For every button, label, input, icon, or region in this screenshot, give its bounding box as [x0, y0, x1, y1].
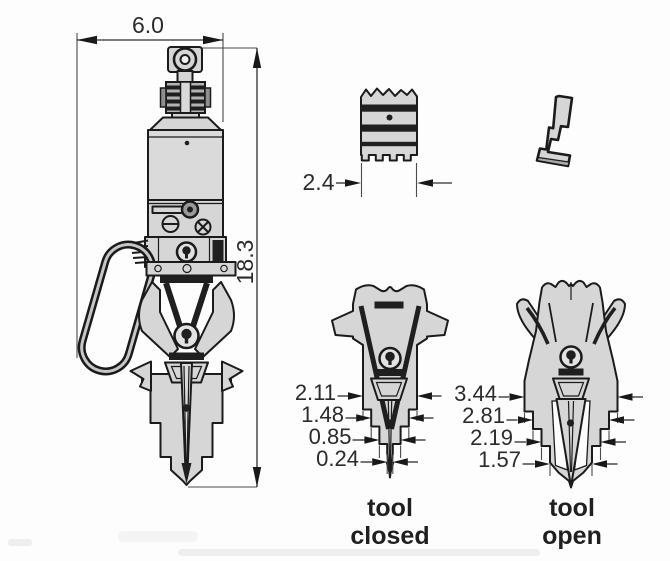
control-block: [147, 199, 224, 238]
closed-label-line2: closed: [350, 522, 429, 550]
arrow-right-icon: [345, 179, 361, 187]
arrow-left-icon: [77, 35, 97, 45]
coupling-block: [159, 81, 212, 122]
arrow-right-icon: [203, 35, 223, 45]
outer-arm-left: [138, 281, 179, 358]
closed-dim-1: 2.11: [295, 380, 336, 405]
open-label-line1: tool: [549, 494, 595, 522]
tip-step-profile: [535, 94, 574, 168]
open-dim-arrows: [498, 393, 643, 468]
closed-dim-2: 1.48: [301, 402, 344, 427]
closed-dim-3: 0.85: [309, 424, 352, 449]
open-dim-1: 3.44: [454, 381, 497, 406]
tool-open-figure: 3.44 2.81 2.19 1.57 tool open: [454, 279, 643, 550]
spreader-head: [129, 261, 244, 486]
arrow-down-icon: [252, 467, 262, 487]
lifting-eye: [167, 46, 203, 83]
tip-width-dim: 2.4: [303, 169, 335, 195]
motor-housing: [147, 116, 224, 201]
tip-cross-section: 2.4: [303, 87, 452, 197]
arrow-up-icon: [252, 48, 262, 68]
wing-left: [129, 360, 152, 392]
tool-closed-figure: 2.11 1.48 0.85 0.24 tool closed: [295, 284, 449, 550]
closed-label-line1: tool: [367, 494, 413, 522]
open-dim-2: 2.81: [462, 403, 505, 428]
overall-width-dim: 6.0: [132, 12, 164, 38]
closed-dim-4: 0.24: [316, 446, 359, 471]
open-dim-3: 2.19: [470, 425, 513, 450]
arrow-left-icon: [417, 179, 433, 187]
scan-artifacts: [8, 531, 540, 556]
outer-arm-right: [194, 281, 235, 358]
spreader-tool-side-view: [77, 46, 244, 486]
wing-right: [221, 360, 244, 392]
closed-dim-arrows: [337, 392, 442, 466]
open-dim-4: 1.57: [478, 447, 521, 472]
open-label-line2: open: [542, 522, 602, 550]
